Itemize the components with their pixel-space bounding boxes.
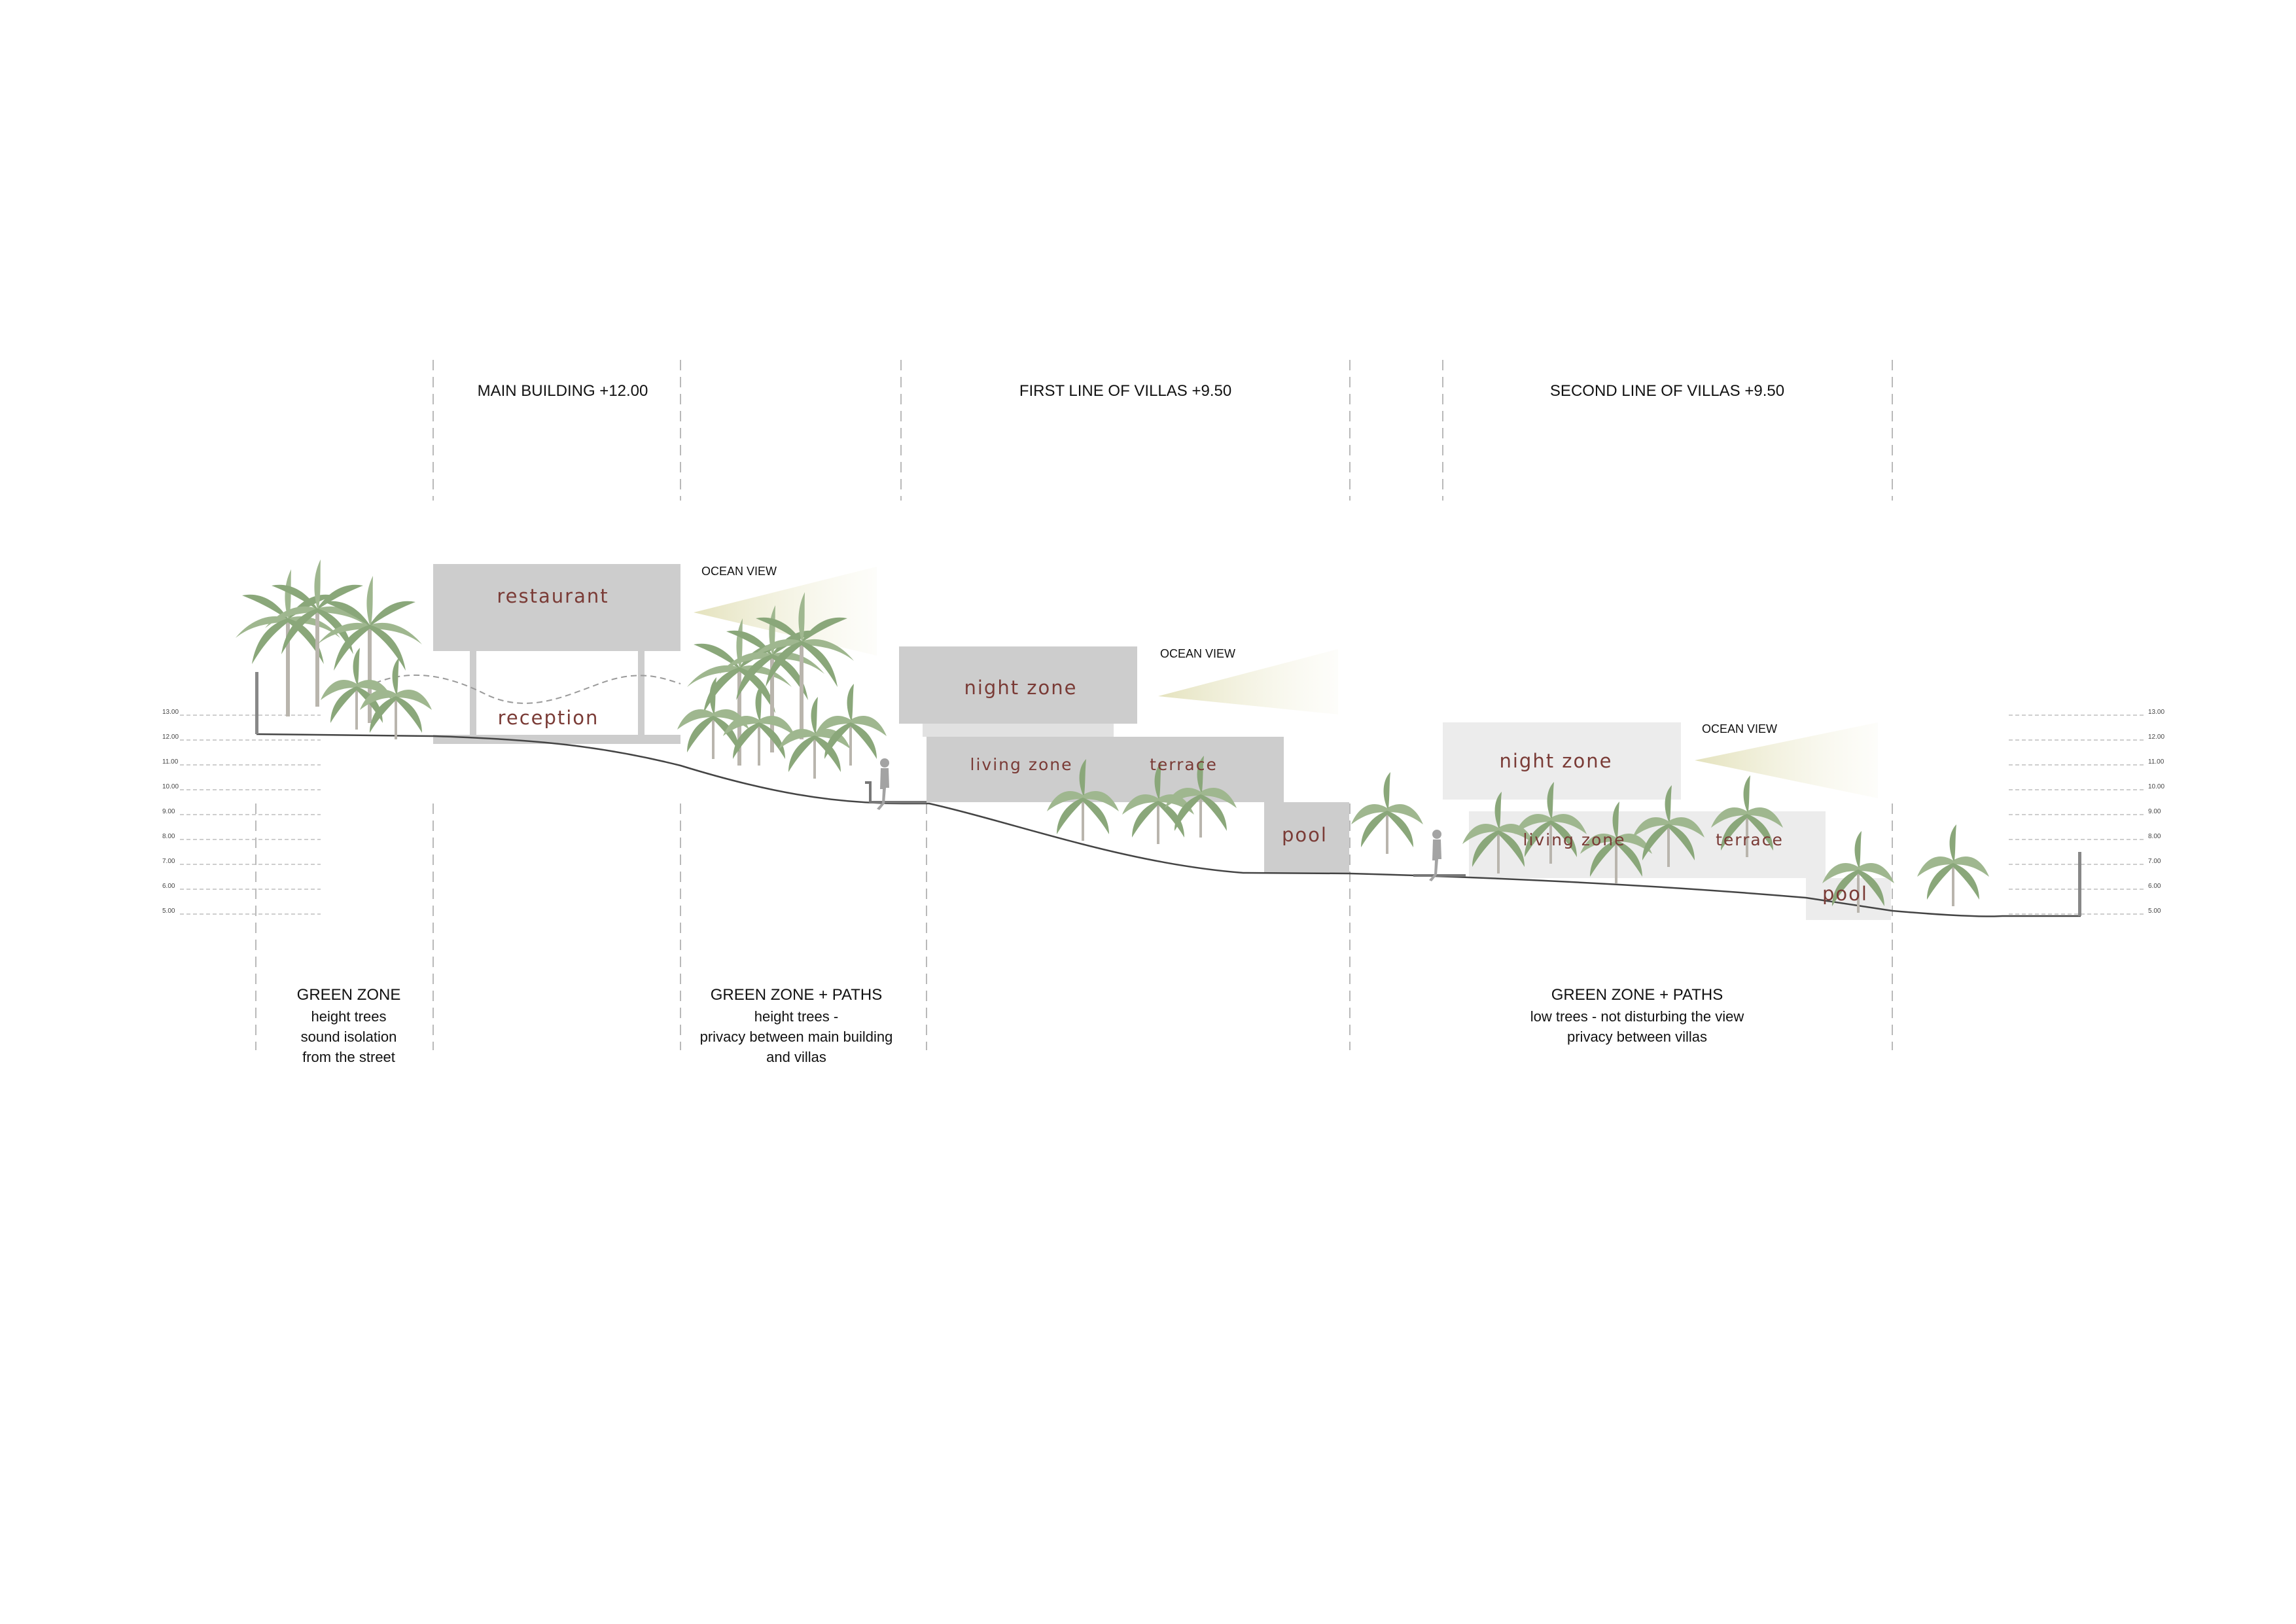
second-villas-title: SECOND LINE OF VILLAS +9.50 bbox=[1550, 382, 1784, 400]
steps-1 bbox=[865, 781, 927, 803]
villa-1 bbox=[899, 646, 1349, 873]
first-villas-title: FIRST LINE OF VILLAS +9.50 bbox=[1019, 382, 1231, 400]
level-label: 10.00 bbox=[162, 783, 179, 790]
zone-note-line: from the street bbox=[302, 1049, 395, 1065]
level-label: 5.00 bbox=[2148, 908, 2161, 915]
zone-note-line: and villas bbox=[766, 1049, 826, 1065]
level-label: 8.00 bbox=[2148, 833, 2161, 840]
villa2-night-zone-block bbox=[1443, 722, 1681, 800]
room-villa2-terrace: terrace bbox=[1716, 830, 1784, 849]
zone-note-line: privacy between villas bbox=[1567, 1029, 1707, 1045]
zone-note-green-paths-1: GREEN ZONE + PATHS height trees - privac… bbox=[700, 986, 893, 1065]
level-label: 13.00 bbox=[2148, 709, 2164, 716]
villa1-pool-block bbox=[1264, 802, 1349, 873]
level-label: 8.00 bbox=[162, 833, 175, 840]
zone-note-title: GREEN ZONE + PATHS bbox=[1551, 986, 1723, 1004]
zone-note-line: height trees bbox=[311, 1008, 387, 1025]
zone-note-title: GREEN ZONE bbox=[297, 986, 401, 1004]
zone-note-green-street: GREEN ZONE height trees sound isolation … bbox=[297, 986, 401, 1065]
ocean-view-cone bbox=[1695, 722, 1878, 798]
main-building-title: MAIN BUILDING +12.00 bbox=[478, 382, 648, 400]
room-reception: reception bbox=[498, 707, 599, 729]
zone-note-line: height trees - bbox=[754, 1008, 838, 1025]
level-scale-right: 13.00 12.00 11.00 10.00 9.00 8.00 7.00 6… bbox=[2009, 709, 2164, 915]
zone-note-green-paths-2: GREEN ZONE + PATHS low trees - not distu… bbox=[1530, 986, 1744, 1045]
street-post-left bbox=[255, 672, 258, 734]
trees-street-buffer bbox=[236, 559, 432, 739]
level-scale-left: 13.00 12.00 11.00 10.00 9.00 8.00 7.00 6… bbox=[162, 709, 321, 915]
level-label: 12.00 bbox=[2148, 733, 2164, 741]
restaurant-block bbox=[433, 564, 680, 651]
level-label: 6.00 bbox=[162, 883, 175, 890]
zone-note-line: privacy between main building bbox=[700, 1029, 893, 1045]
level-label: 12.00 bbox=[162, 733, 179, 741]
level-label: 9.00 bbox=[162, 808, 175, 815]
level-label: 13.00 bbox=[162, 709, 179, 716]
level-label: 10.00 bbox=[2148, 783, 2164, 790]
villa1-night-zone-block bbox=[899, 646, 1137, 724]
terrain-line bbox=[256, 733, 2081, 917]
level-label: 5.00 bbox=[162, 908, 175, 915]
zone-note-title: GREEN ZONE + PATHS bbox=[711, 986, 883, 1004]
level-label: 11.00 bbox=[2148, 758, 2164, 766]
room-villa2-pool: pool bbox=[1822, 883, 1868, 905]
room-restaurant: restaurant bbox=[497, 585, 609, 607]
room-villa2-night-zone: night zone bbox=[1499, 750, 1612, 772]
ocean-view-cone bbox=[694, 567, 877, 656]
level-label: 7.00 bbox=[2148, 858, 2161, 865]
ocean-view-cone bbox=[1158, 649, 1338, 715]
main-building bbox=[366, 564, 681, 744]
level-label: 11.00 bbox=[162, 758, 179, 766]
room-villa2-living-zone: living zone bbox=[1523, 830, 1626, 849]
level-label: 7.00 bbox=[162, 858, 175, 865]
room-villa1-living-zone: living zone bbox=[970, 755, 1073, 774]
street-post-right bbox=[2078, 852, 2081, 916]
room-villa1-pool: pool bbox=[1282, 824, 1328, 846]
bottom-zone-dividers bbox=[255, 803, 1893, 1050]
room-villa1-night-zone: night zone bbox=[964, 677, 1077, 699]
zone-note-line: sound isolation bbox=[301, 1029, 397, 1045]
ocean-view-label: OCEAN VIEW bbox=[701, 565, 777, 578]
person-figure bbox=[1429, 830, 1441, 881]
level-label: 6.00 bbox=[2148, 883, 2161, 890]
ocean-view-label: OCEAN VIEW bbox=[1160, 647, 1235, 660]
level-label: 9.00 bbox=[2148, 808, 2161, 815]
ocean-view-label: OCEAN VIEW bbox=[1702, 722, 1777, 735]
top-zone-dividers bbox=[433, 360, 1893, 501]
room-villa1-terrace: terrace bbox=[1150, 755, 1218, 774]
zone-note-line: low trees - not disturbing the view bbox=[1530, 1008, 1744, 1025]
